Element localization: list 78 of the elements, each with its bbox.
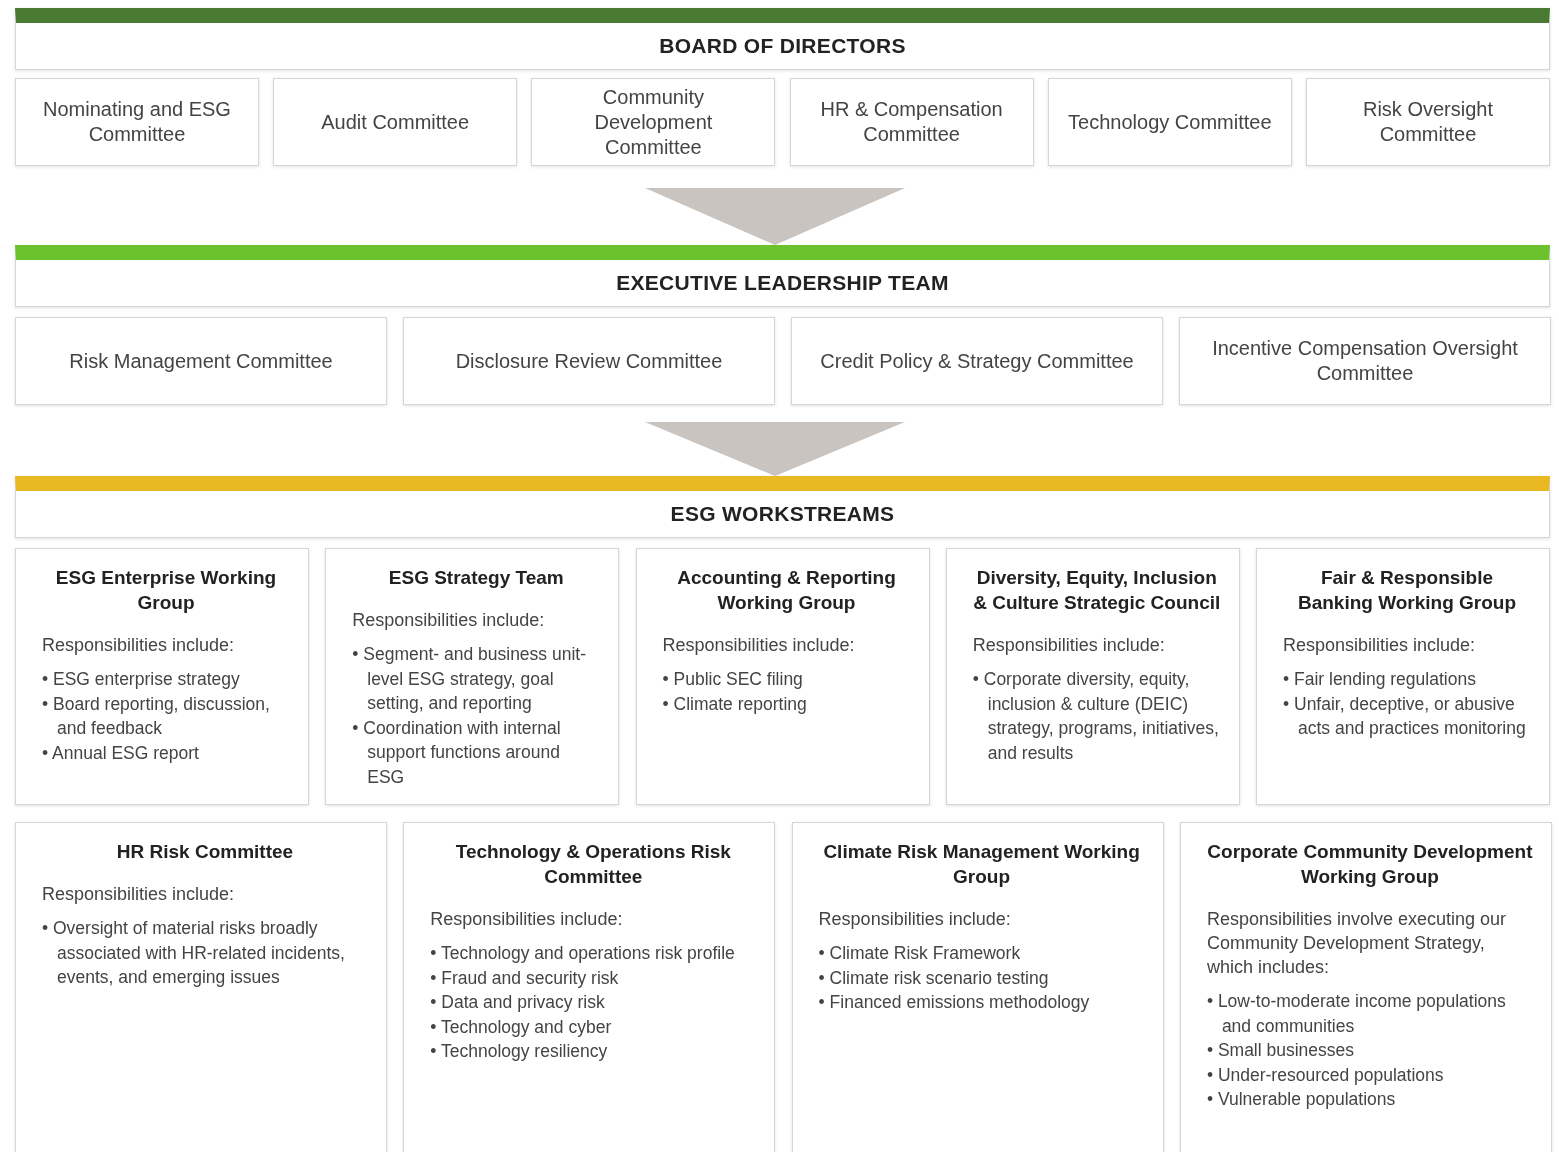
responsibilities-intro: Responsibilities include: [430,908,624,931]
committee-name: Nominating and ESG Committee [42,97,232,147]
committee-box [791,317,1163,405]
bullet-item: • Climate reporting [662,692,808,716]
responsibilities-intro: Responsibilities involve executing our Community Development Strategy, which includes: [1206,908,1508,979]
bullet-item: • Annual ESG report [42,741,200,765]
workstream-card [325,548,620,805]
committee-name: Risk Oversight Committee [1362,97,1494,147]
responsibilities-intro: Responsibilities include: [818,908,1012,931]
bullet-item: • Technology and cyber [430,1015,613,1039]
committee-box [403,317,775,405]
responsibilities-intro: Responsibilities include: [662,634,856,657]
bullet-item: • Public SEC filing [662,668,804,691]
bullet-item: • Small businesses [1206,1039,1356,1062]
committee-name: Incentive Compensation Oversight Committee [1211,336,1519,386]
section-header-band [15,245,1550,307]
committee-box [1047,78,1292,166]
workstream-card [945,548,1240,805]
committee-box [15,317,387,405]
bullet-item: • Financed emissions methodology [818,991,1091,1014]
workstream-card [1179,822,1552,1152]
card-title: ESG Strategy Team [387,566,565,590]
card-title: Technology & Operations Risk Committee [454,840,732,889]
responsibilities-intro: Responsibilities include: [1283,634,1477,657]
committee-name: Risk Management Committee [69,348,333,374]
responsibilities-intro: Responsibilities include: [972,634,1166,657]
card-title: Corporate Community Development Working Group [1206,840,1533,889]
bullet-item: • Unfair, deceptive, or abusive acts and practices monitoring [1283,692,1527,740]
responsibilities-intro: Responsibilities include: [352,609,546,632]
workstream-card [791,822,1164,1152]
workstream-card [15,548,309,805]
bullet-item: • Fair lending regulations [1283,668,1477,691]
workstream-card [1256,548,1550,805]
card-title: HR Risk Committee [115,840,295,864]
workstream-card [403,822,776,1152]
bullet-item: • Segment- and business unit-level ESG strategy, goal setting, and reporting [352,643,587,715]
card-title: Fair & Responsible Banking Working Group [1296,566,1518,615]
section-title: ESG WORKSTREAMS [670,502,895,526]
card-title: Accounting & Reporting Working Group [676,566,897,615]
bullet-item: • Coordination with internal support functions around ESG [352,716,562,789]
bullet-item: • Climate Risk Framework [818,942,1022,965]
bullet-item: • Technology resiliency [430,1040,609,1063]
bullet-item: • Low-to-moderate income populations and communities [1206,990,1507,1038]
workstream-card [15,822,387,1152]
chevron-arrow [645,188,905,245]
committee-name: Technology Committee [1068,109,1272,135]
section-header-band [15,8,1550,70]
committee-box [789,78,1034,166]
committee-name: HR & Compensation Committee [819,97,1004,147]
bullet-item: • Board reporting, discussion, and feedback [42,692,271,740]
committee-box [1179,317,1551,405]
bullet-item: • Oversight of material risks broadly associated with HR-related incidents, events, and emerging issues [42,917,346,989]
section-title: EXECUTIVE LEADERSHIP TEAM [616,271,949,295]
bullet-item: • Fraud and security risk [430,966,620,990]
card-title: ESG Enterprise Working Group [54,566,278,615]
bullet-item: • Vulnerable populations [1206,1088,1397,1111]
committee-box [273,78,518,166]
bullet-item: • Technology and operations risk profile [430,942,736,965]
committee-name: Community Development Committee [593,84,714,160]
card-title: Diversity, Equity, Inclusion & Culture Strategic Council [972,566,1221,615]
section-header-band [15,476,1550,538]
committee-box [15,78,259,166]
committee-name: Credit Policy & Strategy Committee [820,348,1134,374]
workstream-card [635,548,930,805]
bullet-item: • Climate risk scenario testing [818,966,1050,990]
chevron-arrow [645,422,905,476]
committee-name: Disclosure Review Committee [455,348,723,374]
card-title: Climate Risk Management Working Group [822,840,1141,889]
bullet-item: • Data and privacy risk [430,991,606,1014]
committee-box [531,78,776,166]
responsibilities-intro: Responsibilities include: [42,883,236,906]
bullet-item: • Corporate diversity, equity, inclusion & culture (DEIC) strategy, programs, initiatives, and results [972,668,1220,765]
committee-box [1306,78,1550,166]
section-title: BOARD OF DIRECTORS [659,34,906,58]
bullet-item: • Under-resourced populations [1206,1063,1445,1087]
bullet-item: • ESG enterprise strategy [42,668,241,691]
responsibilities-intro: Responsibilities include: [42,634,236,657]
committee-name: Audit Committee [321,109,470,135]
